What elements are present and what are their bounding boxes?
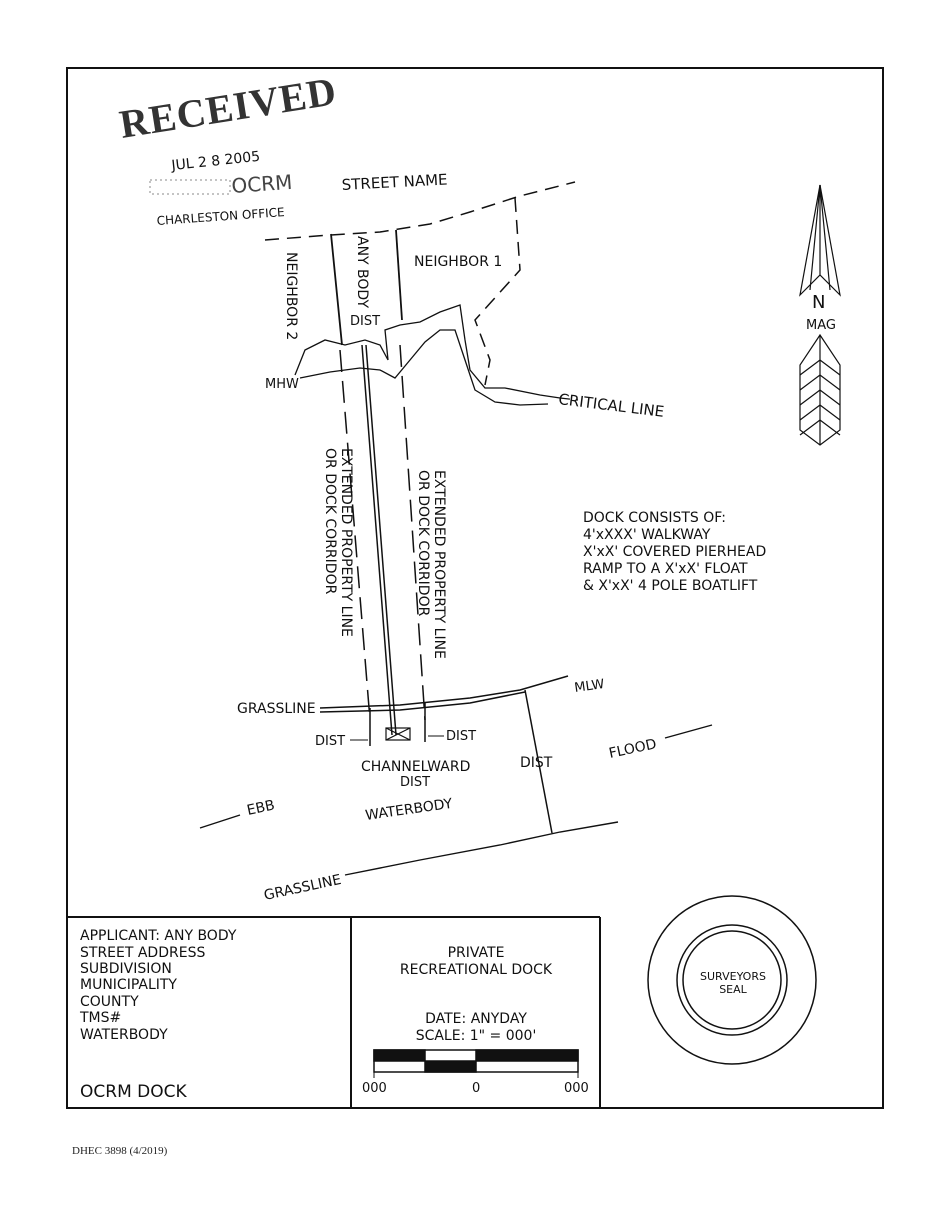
corridor-right-text: EXTENDED PROPERTY LINE OR DOCK CORRIDOR bbox=[415, 470, 447, 659]
street-lines bbox=[264, 181, 576, 241]
ocrm-dock-label: OCRM DOCK bbox=[80, 1082, 187, 1102]
project-title-block: PRIVATE RECREATIONAL DOCK DATE: ANYDAY S… bbox=[400, 945, 553, 1044]
scale-left-value: 000 bbox=[362, 1081, 387, 1096]
seal-label-line1: SURVEYORS bbox=[700, 970, 766, 983]
scale-mid-value: 0 bbox=[472, 1081, 480, 1096]
flood-ebb-lines bbox=[199, 724, 713, 876]
stamp-agency-smudge bbox=[149, 179, 231, 195]
ebb-label: EBB bbox=[246, 797, 277, 818]
property-lines bbox=[330, 197, 521, 386]
waterbody-label: WATERBODY bbox=[364, 796, 453, 824]
drawing-border bbox=[66, 67, 884, 1109]
project-title-line2: RECREATIONAL DOCK bbox=[400, 962, 553, 978]
dist-left-label: DIST bbox=[315, 734, 345, 749]
corridor-right-line1: EXTENDED PROPERTY LINE bbox=[431, 470, 447, 659]
pierhead bbox=[385, 727, 411, 741]
project-title-line1: PRIVATE bbox=[448, 945, 505, 961]
corridor-left-text: EXTENDED PROPERTY LINE OR DOCK CORRIDOR bbox=[322, 448, 354, 637]
dock-note-line5: & X'xX' 4 POLE BOATLIFT bbox=[583, 578, 758, 594]
mlw-grassline-lines bbox=[319, 675, 569, 834]
north-arrow-icon bbox=[799, 184, 841, 446]
north-letter: N bbox=[812, 292, 825, 313]
surveyors-seal bbox=[647, 895, 817, 1065]
seal-label-line2: SEAL bbox=[719, 983, 747, 996]
corridor-left-line2: OR DOCK CORRIDOR bbox=[322, 448, 338, 595]
dist-label-top: DIST bbox=[350, 314, 380, 329]
dock-corridor-lines bbox=[339, 344, 426, 721]
corridor-left-line1: EXTENDED PROPERTY LINE bbox=[338, 448, 354, 637]
stamp-received-word: RECEIVED bbox=[116, 68, 339, 147]
mlw-label: MLW bbox=[573, 677, 605, 696]
mhw-label: MHW bbox=[265, 377, 299, 392]
dock-note-line1: DOCK CONSISTS OF: bbox=[583, 510, 726, 526]
stamp-agency: OCRM bbox=[231, 170, 293, 198]
stamp-office: CHARLESTON OFFICE bbox=[156, 205, 285, 228]
project-scale: SCALE: 1" = 000' bbox=[416, 1028, 537, 1044]
north-mag-label: MAG bbox=[806, 318, 836, 333]
received-stamp: RECEIVED JUL 2 8 2005 OCRM CHARLESTON OF… bbox=[116, 68, 339, 228]
neighbor1-label: NEIGHBOR 1 bbox=[414, 254, 502, 270]
neighbor2-label: NEIGHBOR 2 bbox=[283, 252, 299, 340]
scale-right-value: 000 bbox=[564, 1081, 589, 1096]
channelward-dist-label: DIST bbox=[400, 775, 430, 790]
applicant-line5: COUNTY bbox=[80, 994, 139, 1010]
critical-line-label: CRITICAL LINE bbox=[558, 390, 666, 421]
stamp-date: JUL 2 8 2005 bbox=[170, 149, 261, 174]
dock-note-line2: 4'xXXX' WALKWAY bbox=[583, 527, 711, 543]
grassline-bottom-label: GRASSLINE bbox=[263, 872, 343, 904]
dock-note: DOCK CONSISTS OF: 4'xXXX' WALKWAY X'xX' … bbox=[583, 510, 766, 594]
dock-note-line4: RAMP TO A X'xX' FLOAT bbox=[583, 561, 748, 577]
channelward-label: CHANNELWARD bbox=[361, 759, 470, 775]
grassline-top-label: GRASSLINE bbox=[237, 701, 316, 717]
dock-note-line3: X'xX' COVERED PIERHEAD bbox=[583, 544, 766, 560]
applicant-line1: APPLICANT: ANY BODY bbox=[80, 928, 237, 944]
applicant-line2: STREET ADDRESS bbox=[80, 945, 205, 961]
owner-label: ANY BODY bbox=[354, 236, 370, 308]
applicant-block: APPLICANT: ANY BODY STREET ADDRESS SUBDI… bbox=[79, 928, 237, 1043]
street-name-label: STREET NAME bbox=[341, 170, 448, 194]
scale-bar bbox=[373, 1049, 579, 1078]
applicant-line6: TMS# bbox=[79, 1010, 121, 1026]
project-date: DATE: ANYDAY bbox=[425, 1011, 527, 1027]
applicant-line3: SUBDIVISION bbox=[80, 961, 172, 977]
flood-label: FLOOD bbox=[608, 736, 658, 762]
dist-right-label: DIST bbox=[446, 729, 476, 744]
dist-width-label: DIST bbox=[520, 755, 553, 771]
corridor-right-line2: OR DOCK CORRIDOR bbox=[415, 470, 431, 617]
applicant-line4: MUNICIPALITY bbox=[80, 977, 177, 993]
applicant-line7: WATERBODY bbox=[80, 1027, 168, 1043]
title-block bbox=[67, 916, 601, 1108]
form-id: DHEC 3898 (4/2019) bbox=[72, 1145, 168, 1157]
walkway bbox=[361, 344, 397, 736]
mhw-line bbox=[294, 304, 579, 406]
